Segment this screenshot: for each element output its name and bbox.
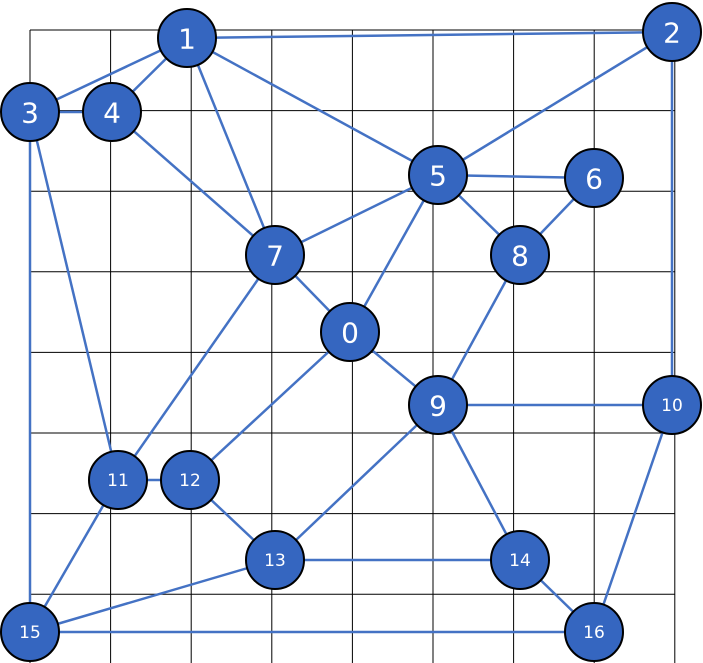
node-circle xyxy=(245,225,305,285)
node-label: 1 xyxy=(178,23,196,56)
node-label: 10 xyxy=(661,396,683,416)
node-15: 15 xyxy=(0,602,60,662)
node-7: 7 xyxy=(245,225,305,285)
node-0: 0 xyxy=(320,302,380,362)
node-label: 16 xyxy=(583,623,605,643)
edge-0-12 xyxy=(189,331,351,481)
node-12: 12 xyxy=(160,450,220,510)
node-label: 13 xyxy=(264,551,286,571)
node-2: 2 xyxy=(642,2,702,62)
node-label: 6 xyxy=(585,163,603,196)
node-label: 5 xyxy=(429,160,447,193)
edge-5-7 xyxy=(274,173,439,257)
edge-9-13 xyxy=(274,404,439,561)
edge-1-2 xyxy=(186,30,673,40)
node-circle xyxy=(490,225,550,285)
node-label: 2 xyxy=(663,17,681,50)
node-circle xyxy=(157,8,217,68)
edge-13-15 xyxy=(29,558,276,634)
edge-1-7 xyxy=(185,37,277,256)
edge-7-11 xyxy=(116,254,277,481)
node-1: 1 xyxy=(157,8,217,68)
node-3: 3 xyxy=(0,82,60,142)
node-circle xyxy=(82,82,142,142)
node-circle xyxy=(320,302,380,362)
node-label: 8 xyxy=(511,240,529,273)
edge-2-5 xyxy=(437,30,673,177)
node-14: 14 xyxy=(490,530,550,590)
node-label: 14 xyxy=(509,551,531,571)
node-circle xyxy=(160,450,220,510)
edge-3-11 xyxy=(28,111,120,481)
node-circle xyxy=(245,530,305,590)
node-circle xyxy=(0,602,60,662)
node-label: 15 xyxy=(19,623,41,643)
node-label: 9 xyxy=(429,390,447,423)
node-label: 4 xyxy=(103,97,121,130)
node-13: 13 xyxy=(245,530,305,590)
node-label: 0 xyxy=(341,317,359,350)
node-10: 10 xyxy=(642,375,702,435)
node-9: 9 xyxy=(408,375,468,435)
node-circle xyxy=(642,2,702,62)
edge-10-16 xyxy=(592,404,674,633)
edge-1-5 xyxy=(186,36,439,177)
node-circle xyxy=(564,602,624,662)
node-11: 11 xyxy=(88,450,148,510)
edge-4-7 xyxy=(111,111,276,256)
node-label: 3 xyxy=(21,97,39,130)
node-label: 12 xyxy=(179,471,201,491)
node-16: 16 xyxy=(564,602,624,662)
node-circle xyxy=(88,450,148,510)
node-circle xyxy=(564,148,624,208)
node-label: 7 xyxy=(266,240,284,273)
node-circle xyxy=(490,530,550,590)
node-circle xyxy=(408,145,468,205)
node-4: 4 xyxy=(82,82,142,142)
node-circle xyxy=(0,82,60,142)
node-6: 6 xyxy=(564,148,624,208)
node-circle xyxy=(642,375,702,435)
node-circle xyxy=(408,375,468,435)
node-5: 5 xyxy=(408,145,468,205)
node-label: 11 xyxy=(107,471,129,491)
node-8: 8 xyxy=(490,225,550,285)
